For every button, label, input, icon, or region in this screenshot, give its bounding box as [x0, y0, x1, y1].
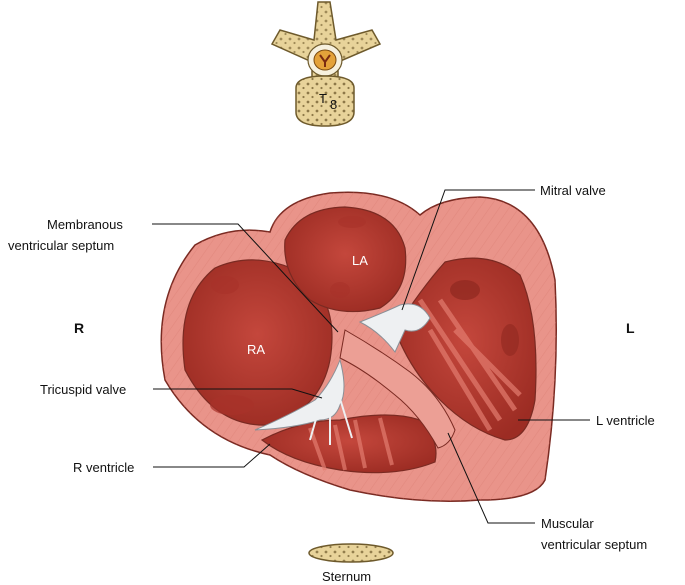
label-muscular-line1: Muscular [541, 516, 594, 531]
leader-membranous-septum [152, 223, 339, 333]
left-atrium-label: LA [352, 253, 368, 268]
label-r-ventricle: R ventricle [73, 460, 134, 475]
label-membranous-line2: ventricular septum [8, 238, 114, 253]
ventricular-septum [339, 329, 456, 449]
vertebra-number: 8 [330, 97, 337, 112]
label-membranous-line1: Membranous [47, 217, 123, 232]
orientation-right: R [74, 320, 84, 336]
spinal-cord [313, 49, 337, 71]
leader-muscular-septum [447, 432, 535, 524]
heart: LA RA [160, 191, 557, 502]
left-ventricle-chamber [394, 257, 537, 441]
sternum-label: Sternum [322, 569, 371, 584]
sternum: Sternum [308, 543, 394, 584]
label-l-ventricle: L ventricle [596, 413, 655, 428]
orientation-left: L [626, 320, 635, 336]
label-mitral-valve: Mitral valve [540, 183, 606, 198]
label-muscular-line2: ventricular septum [541, 537, 647, 552]
leader-r-ventricle [153, 443, 271, 468]
right-atrium-label: RA [247, 342, 265, 357]
left-atrium-chamber [284, 206, 407, 313]
vertebra: T 8 [270, 1, 382, 127]
label-tricuspid-valve: Tricuspid valve [40, 382, 126, 397]
tricuspid-valve [254, 358, 345, 431]
leader-mitral-valve [401, 189, 535, 311]
vertebra-letter: T [319, 91, 327, 106]
mitral-valve [358, 303, 431, 353]
leader-tricuspid-valve [153, 388, 323, 399]
